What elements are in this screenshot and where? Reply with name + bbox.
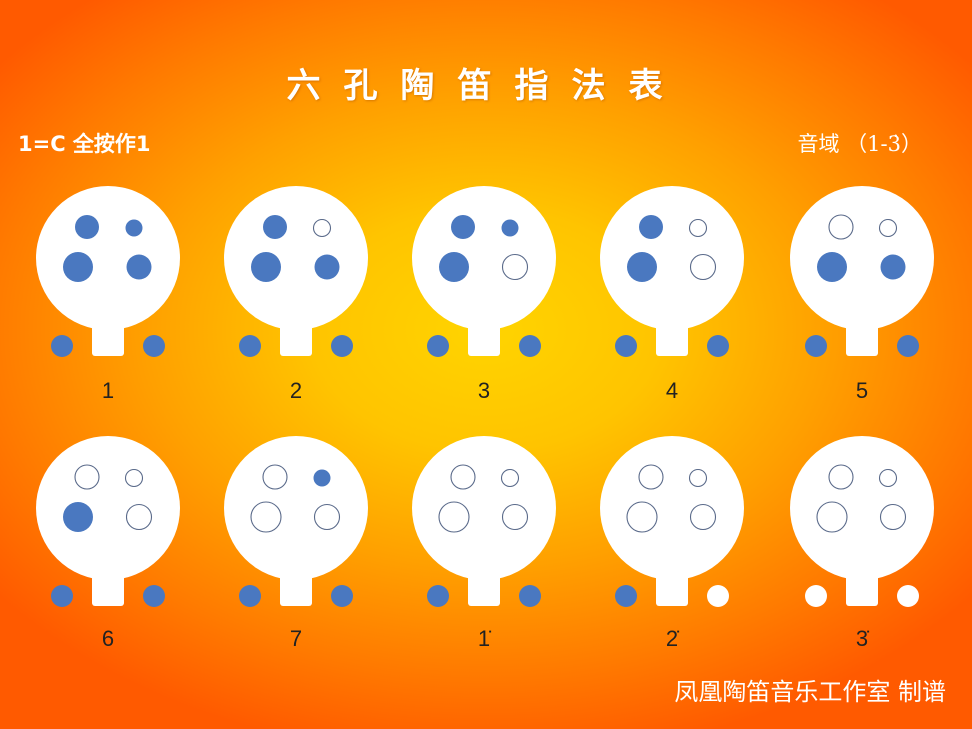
note-label: 1̇: [478, 626, 491, 651]
closed-hole-thumb-left: [51, 335, 73, 357]
ocarina-note-10: 3̇: [790, 436, 934, 651]
ocarina-body: [36, 436, 180, 580]
note-label: 1: [102, 378, 114, 403]
closed-hole-thumb-right: [519, 335, 541, 357]
closed-hole-thumb-right: [707, 335, 729, 357]
open-hole-thumb-right: [897, 585, 919, 607]
open-hole-top-left: [828, 214, 854, 240]
open-hole-middle-right: [689, 503, 717, 531]
open-hole-top-right-small: [500, 468, 520, 488]
note-label: 3̇: [856, 626, 869, 651]
range-label: 音域 （1-3̇）: [797, 132, 923, 156]
closed-hole-thumb-right: [143, 335, 165, 357]
ocarina-note-2: 2: [224, 186, 368, 403]
open-hole-top-right-small: [878, 218, 898, 238]
key-label: 1=C 全按作1: [18, 132, 151, 156]
closed-hole-thumb-right: [143, 585, 165, 607]
open-hole-top-left: [638, 464, 664, 490]
open-hole-top-right-small: [312, 218, 332, 238]
open-hole-thumb-left: [805, 585, 827, 607]
closed-hole-top-left: [75, 215, 99, 239]
closed-hole-middle-left: [63, 502, 93, 532]
closed-hole-middle-right: [314, 254, 340, 280]
chart-title: 六孔陶笛指法表: [286, 66, 686, 106]
open-hole-middle-right: [501, 253, 529, 281]
closed-hole-top-left: [639, 215, 663, 239]
closed-hole-top-right-small: [125, 219, 143, 237]
closed-hole-middle-left: [63, 252, 93, 282]
open-hole-top-left: [74, 464, 100, 490]
closed-hole-middle-left: [627, 252, 657, 282]
closed-hole-thumb-left: [51, 585, 73, 607]
closed-hole-thumb-left: [427, 585, 449, 607]
open-hole-middle-left: [438, 501, 470, 533]
ocarina-note-8: 1̇: [412, 436, 556, 651]
ocarina-body: [412, 186, 556, 330]
note-label: 2̇: [666, 626, 679, 651]
open-hole-top-right-small: [124, 468, 144, 488]
closed-hole-top-right-small: [501, 219, 519, 237]
closed-hole-middle-left: [439, 252, 469, 282]
ocarina-note-3: 3: [412, 186, 556, 403]
closed-hole-middle-left: [817, 252, 847, 282]
closed-hole-thumb-right: [519, 585, 541, 607]
ocarina-note-1: 1: [36, 186, 180, 403]
closed-hole-thumb-left: [239, 585, 261, 607]
open-hole-top-left: [450, 464, 476, 490]
ocarina-note-7: 7: [224, 436, 368, 651]
ocarina-body: [600, 186, 744, 330]
closed-hole-thumb-left: [615, 335, 637, 357]
open-hole-middle-right: [313, 503, 341, 531]
ocarina-body: [790, 436, 934, 580]
ocarina-note-6: 6: [36, 436, 180, 651]
open-hole-middle-left: [626, 501, 658, 533]
closed-hole-middle-right: [126, 254, 152, 280]
ocarina-note-4: 4: [600, 186, 744, 403]
closed-hole-middle-right: [880, 254, 906, 280]
note-label: 3: [478, 378, 490, 403]
closed-hole-top-right-small: [313, 469, 331, 487]
ocarina-note-9: 2̇: [600, 436, 744, 651]
ocarina-body: [224, 436, 368, 580]
closed-hole-thumb-left: [427, 335, 449, 357]
closed-hole-thumb-right: [897, 335, 919, 357]
open-hole-middle-left: [816, 501, 848, 533]
closed-hole-top-left: [451, 215, 475, 239]
open-hole-middle-right: [125, 503, 153, 531]
closed-hole-top-left: [263, 215, 287, 239]
ocarina-body: [412, 436, 556, 580]
closed-hole-thumb-left: [615, 585, 637, 607]
open-hole-middle-right: [501, 503, 529, 531]
credit-label: 凤凰陶笛音乐工作室 制谱: [674, 678, 946, 706]
open-hole-middle-left: [250, 501, 282, 533]
note-label: 6: [102, 626, 114, 651]
open-hole-middle-right: [689, 253, 717, 281]
open-hole-thumb-right: [707, 585, 729, 607]
open-hole-top-left: [828, 464, 854, 490]
open-hole-top-left: [262, 464, 288, 490]
open-hole-middle-right: [879, 503, 907, 531]
closed-hole-thumb-right: [331, 585, 353, 607]
open-hole-top-right-small: [688, 468, 708, 488]
ocarina-body: [224, 186, 368, 330]
closed-hole-middle-left: [251, 252, 281, 282]
closed-hole-thumb-left: [805, 335, 827, 357]
closed-hole-thumb-left: [239, 335, 261, 357]
ocarina-body: [600, 436, 744, 580]
open-hole-top-right-small: [878, 468, 898, 488]
note-label: 7: [290, 626, 302, 651]
note-label: 2: [290, 378, 302, 403]
note-label: 4: [666, 378, 678, 403]
ocarina-body: [790, 186, 934, 330]
ocarina-body: [36, 186, 180, 330]
closed-hole-thumb-right: [331, 335, 353, 357]
note-label: 5: [856, 378, 868, 403]
open-hole-top-right-small: [688, 218, 708, 238]
ocarina-note-5: 5: [790, 186, 934, 403]
